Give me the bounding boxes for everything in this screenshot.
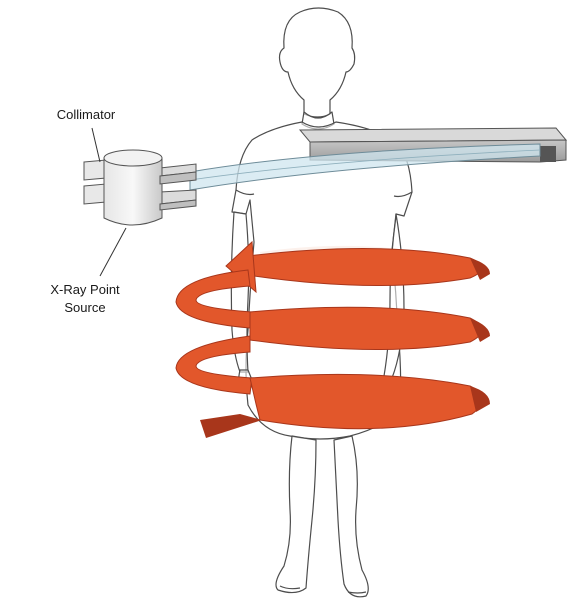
patient-right-leg — [334, 436, 368, 597]
spiral-arrow-band — [248, 248, 482, 285]
spiral-tail — [200, 414, 262, 438]
collimator-plate-top — [84, 160, 106, 180]
spiral-loop-1-front — [250, 307, 482, 349]
xray-source-cylinder — [104, 158, 162, 225]
collimator-plate-bottom — [84, 184, 106, 204]
collimator-leader — [92, 128, 100, 162]
patient-head — [280, 8, 355, 117]
collimator-assembly — [84, 150, 196, 225]
patient-figure — [231, 8, 412, 597]
patient-left-leg — [276, 436, 316, 593]
collimator-label: Collimator — [46, 106, 126, 123]
detector-end — [540, 146, 556, 162]
source-leader — [100, 228, 126, 276]
spiral-loop-2-front — [250, 374, 483, 428]
helical-scan-spiral — [176, 242, 490, 438]
xray-source-label-line-1: X-Ray Point — [30, 281, 140, 298]
xray-source-label-line-2: Source — [30, 299, 140, 316]
